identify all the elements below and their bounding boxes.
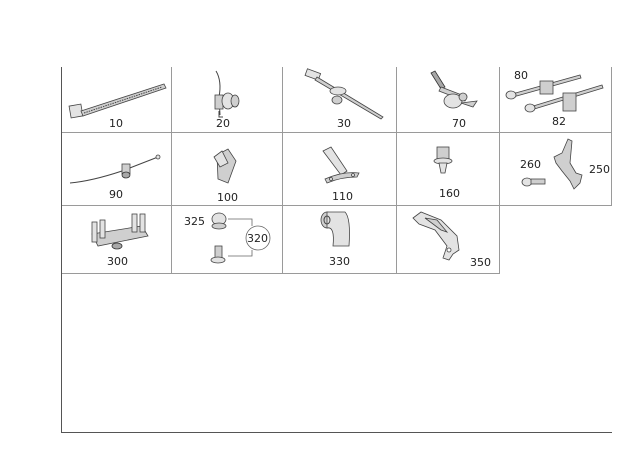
frame-left-border	[61, 67, 62, 433]
part-label-320: 320	[247, 232, 268, 245]
edge-clip-icon	[430, 70, 478, 109]
cable-tie-clip-icon	[214, 70, 240, 118]
cable-tie-anchor-icon	[304, 68, 384, 120]
part-label-30: 30	[337, 117, 351, 130]
cable-tie-holder-icon	[69, 154, 161, 184]
nut-bolt-set-icon	[210, 212, 271, 264]
part-label-90: 90	[109, 188, 123, 201]
cell-300[interactable]: 300	[62, 206, 172, 274]
retaining-clip-icon	[213, 148, 237, 184]
edge-clip-ties-icon	[505, 74, 604, 113]
cell-20[interactable]: 20	[172, 67, 283, 133]
part-label-160: 160	[439, 187, 460, 200]
cell-80-82[interactable]: 80 82	[500, 67, 612, 133]
part-label-330: 330	[329, 255, 350, 268]
support-bracket-icon	[412, 211, 460, 261]
bracket-bolt-icon	[521, 138, 583, 190]
cable-holder-frame-icon	[91, 213, 149, 250]
part-label-82: 82	[552, 115, 566, 128]
part-label-110: 110	[332, 190, 353, 203]
part-label-100: 100	[217, 191, 238, 204]
cable-tie-icon	[68, 83, 167, 119]
part-label-70: 70	[452, 117, 466, 130]
bracket-icon	[322, 146, 360, 184]
cell-250-260[interactable]: 260 250	[500, 133, 612, 206]
part-label-250: 250	[589, 163, 610, 176]
cell-320[interactable]: 325 320	[172, 206, 283, 274]
cell-160[interactable]: 160	[397, 133, 500, 206]
part-label-325: 325	[184, 215, 205, 228]
part-label-80: 80	[514, 69, 528, 82]
cell-30[interactable]: 30	[283, 67, 397, 133]
cell-350[interactable]: 350	[397, 206, 500, 274]
part-label-260: 260	[520, 158, 541, 171]
part-label-350: 350	[470, 256, 491, 269]
cell-330[interactable]: 330	[283, 206, 397, 274]
cell-90[interactable]: 90	[62, 133, 172, 206]
tape-roll-icon	[320, 211, 350, 247]
cell-110[interactable]: 110	[283, 133, 397, 206]
expanding-clip-icon	[433, 146, 453, 174]
cell-10[interactable]: 10	[62, 67, 172, 133]
frame-bottom-border	[61, 432, 612, 433]
part-label-20: 20	[216, 117, 230, 130]
cell-100[interactable]: 100	[172, 133, 283, 206]
part-label-10: 10	[109, 117, 123, 130]
part-label-300: 300	[107, 255, 128, 268]
cell-70[interactable]: 70	[397, 67, 500, 133]
